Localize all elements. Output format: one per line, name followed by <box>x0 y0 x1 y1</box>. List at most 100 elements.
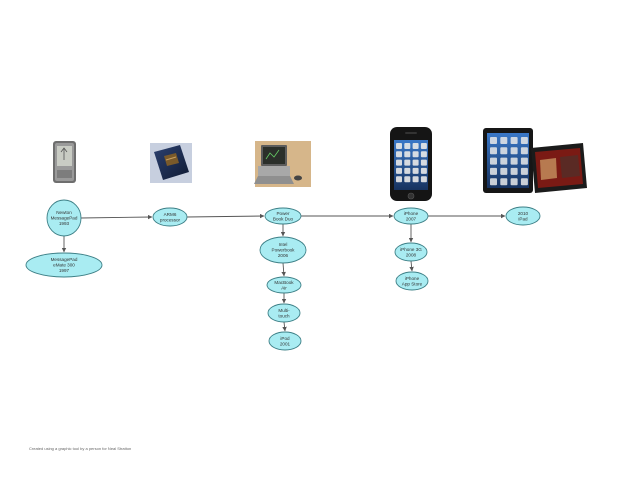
node-multitouch: Multi-touch <box>267 303 301 323</box>
app-icon <box>420 176 427 183</box>
node-label: iPhone 3G <box>400 247 422 252</box>
node-label: iPad <box>518 216 528 221</box>
app-icon <box>404 151 411 158</box>
node-label: App Store <box>402 281 423 286</box>
edge-arm6-to-powerbook <box>186 213 265 219</box>
app-icon <box>412 159 419 166</box>
laptop-icon <box>254 141 311 187</box>
node-label: 1997 <box>59 268 70 273</box>
app-icon <box>500 178 508 186</box>
app-icon <box>510 178 518 186</box>
app-icon <box>500 157 508 165</box>
node-shape <box>25 252 103 278</box>
node-shape <box>267 303 301 323</box>
app-icon <box>520 147 528 155</box>
app-icon <box>412 143 419 149</box>
app-icon <box>412 167 419 174</box>
node-label: MessagePad <box>51 216 78 221</box>
app-icon <box>420 167 427 174</box>
app-icon <box>404 159 411 166</box>
app-icon <box>404 176 411 183</box>
edge-intel-to-macbook <box>281 262 286 277</box>
app-icon <box>510 157 518 165</box>
node-shape <box>264 207 302 225</box>
app-icon <box>490 178 497 186</box>
node-label: Book Duo <box>273 216 294 221</box>
node-label: ARM6 <box>164 212 177 217</box>
app-icon <box>520 167 528 175</box>
node-label: iPhone <box>405 276 420 281</box>
node-label: 1993 <box>59 221 70 226</box>
app-icon <box>500 137 508 144</box>
ipad-icon <box>483 128 587 193</box>
edge-multitouch-to-ipod <box>282 321 287 332</box>
node-label: Air <box>281 285 287 290</box>
node-shape <box>393 207 429 225</box>
node-label: Intel <box>279 242 288 247</box>
app-icon <box>510 137 518 144</box>
app-icon <box>520 157 528 165</box>
node-label: processor <box>160 217 181 222</box>
edge-newton-to-arm6 <box>80 214 153 220</box>
node-shape <box>394 242 428 262</box>
app-icon <box>420 159 427 166</box>
node-label: Powerbook <box>272 248 296 253</box>
node-shape <box>505 206 541 226</box>
iphone-icon <box>390 127 432 201</box>
newton-device-icon <box>53 141 76 183</box>
app-icon <box>404 143 411 149</box>
node-shape <box>46 199 82 237</box>
app-icon <box>420 143 427 149</box>
app-icon <box>520 137 528 144</box>
node-label: touch <box>278 313 290 318</box>
node-label: eMate 300 <box>53 263 75 268</box>
app-icon <box>500 147 508 155</box>
node-shape <box>152 207 188 227</box>
node-label: 2008 <box>406 252 417 257</box>
edges <box>61 213 506 332</box>
app-icon <box>500 167 508 175</box>
node-shape <box>266 276 302 294</box>
node-label: 2007 <box>406 216 417 221</box>
node-label: iPod <box>280 336 290 341</box>
app-icon <box>412 151 419 158</box>
node-label: Newton <box>56 210 72 215</box>
arm-chip-icon <box>150 143 192 183</box>
app-icon <box>520 178 528 186</box>
app-icon <box>404 167 411 174</box>
app-icon <box>396 143 402 149</box>
app-icon <box>396 151 402 158</box>
node-shape <box>259 236 307 264</box>
app-icon <box>412 176 419 183</box>
node-label: MacBook <box>274 280 294 285</box>
footer-credit: Created using a graphic tool by a person… <box>29 446 132 451</box>
node-label: 2006 <box>278 253 289 258</box>
app-icon <box>510 167 518 175</box>
node-label: MessagePad <box>51 257 78 262</box>
app-icon <box>490 147 497 155</box>
node-shape <box>395 271 429 291</box>
app-icon <box>420 151 427 158</box>
app-icon <box>490 137 497 144</box>
app-icon <box>490 167 497 175</box>
node-shape <box>268 331 302 351</box>
node-label: iPhone <box>404 211 419 216</box>
node-label: Multi- <box>278 308 290 313</box>
app-icon <box>510 147 518 155</box>
node-label: 2010 <box>518 211 529 216</box>
node-label: 2001 <box>280 341 291 346</box>
edge-iphone3g-to-appstore <box>409 260 414 272</box>
